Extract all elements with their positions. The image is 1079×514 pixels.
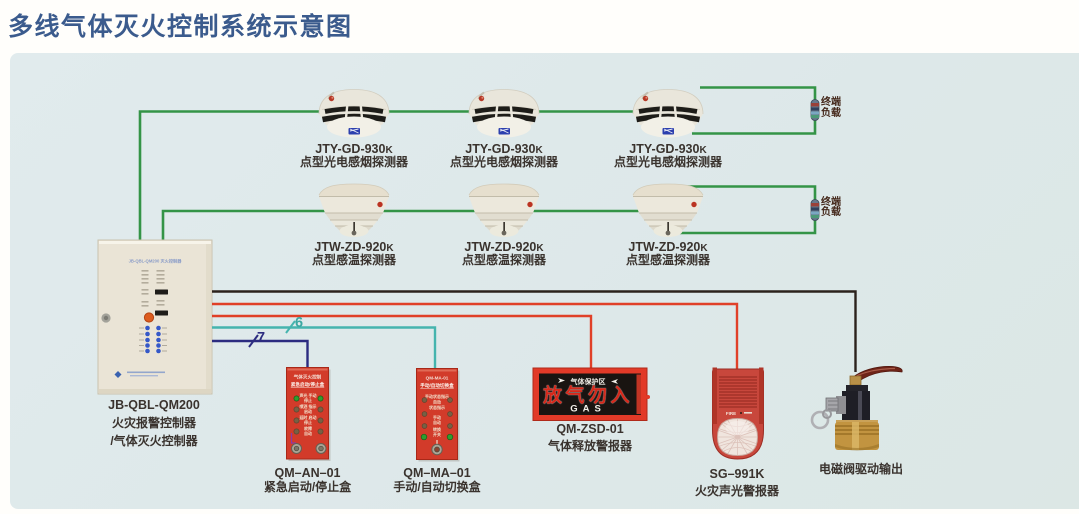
- svg-text:自动: 自动: [433, 419, 441, 425]
- svg-text:6: 6: [295, 315, 303, 331]
- svg-text:转换: 转换: [433, 426, 442, 432]
- svg-text:QM-MA-01: QM-MA-01: [426, 376, 449, 381]
- svg-text:停止: 停止: [304, 419, 312, 425]
- svg-text:JB-QBL-QM200 灭火控制器: JB-QBL-QM200 灭火控制器: [129, 258, 183, 265]
- svg-text:开关: 开关: [433, 431, 441, 437]
- svg-text:停止: 停止: [304, 397, 312, 403]
- svg-text:7: 7: [257, 330, 265, 346]
- svg-text:喷洒 指示: 喷洒 指示: [299, 403, 316, 409]
- svg-text:FIRE: FIRE: [726, 411, 736, 416]
- svg-text:启动: 启动: [304, 408, 312, 414]
- svg-text:放气勿入: 放气勿入: [542, 384, 633, 407]
- svg-text:故障: 故障: [304, 425, 312, 431]
- svg-text:气体灭火控制: 气体灭火控制: [294, 374, 322, 381]
- svg-text:声光 手动: 声光 手动: [298, 392, 316, 398]
- svg-text:自动: 自动: [433, 399, 441, 405]
- svg-text:手动/自动切换盒: 手动/自动切换盒: [420, 382, 454, 389]
- svg-text:延时 启动: 延时 启动: [298, 414, 316, 420]
- svg-text:手动状态指示: 手动状态指示: [425, 393, 449, 399]
- svg-text:手动: 手动: [433, 414, 441, 420]
- svg-text:GAS: GAS: [570, 404, 606, 415]
- svg-text:紧急启动/停止盒: 紧急启动/停止盒: [291, 381, 325, 388]
- svg-text:状态指示: 状态指示: [429, 404, 445, 410]
- svg-text:气体保护区: 气体保护区: [570, 377, 606, 386]
- svg-text:自动: 自动: [304, 430, 312, 436]
